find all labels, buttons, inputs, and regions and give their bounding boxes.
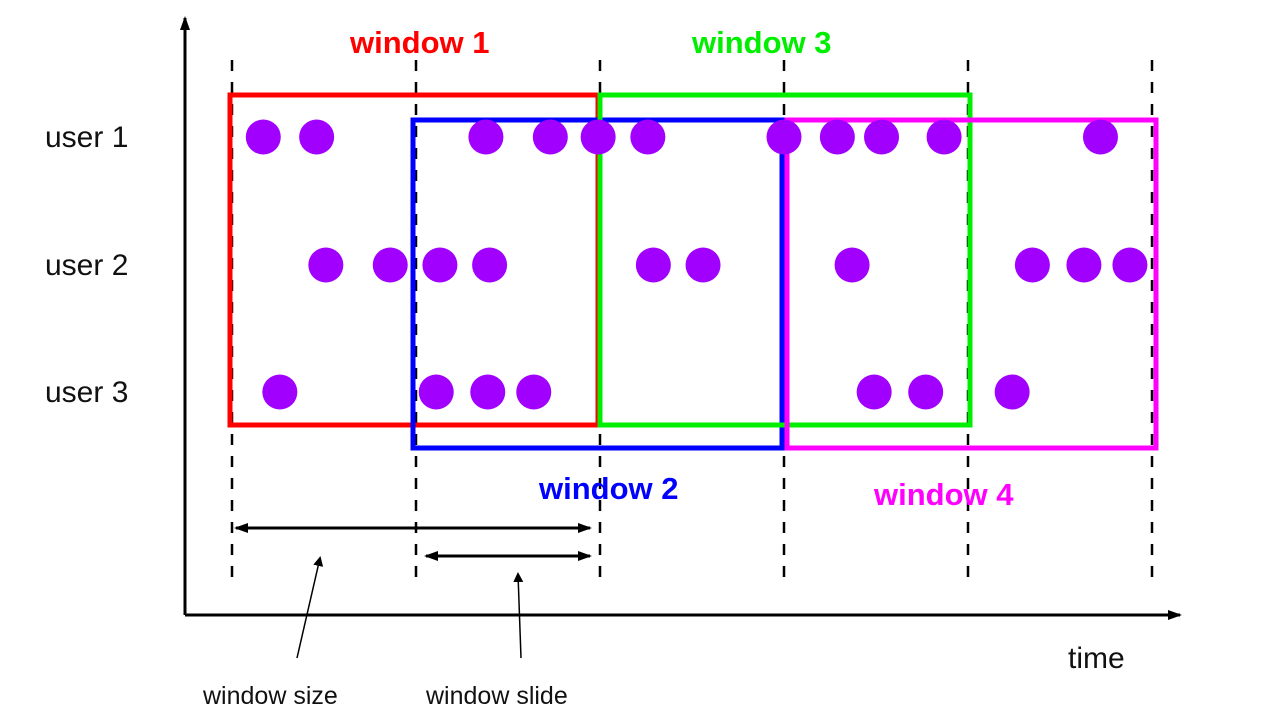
window-4-label: window 4	[873, 477, 1014, 512]
event-user3-1	[418, 374, 454, 410]
user-label-1: user 1	[45, 121, 128, 154]
event-user2-1	[372, 247, 408, 283]
events	[245, 119, 1148, 410]
event-user2-7	[1014, 247, 1050, 283]
event-user1-8	[864, 119, 900, 155]
window-slide-label: window slide	[425, 682, 568, 710]
event-user2-5	[685, 247, 721, 283]
event-user2-4	[635, 247, 671, 283]
x-axis-label: time	[1068, 642, 1125, 675]
window-slide-pointer	[513, 572, 524, 659]
event-user3-3	[516, 374, 552, 410]
event-user1-7	[819, 119, 855, 155]
event-user2-3	[472, 247, 508, 283]
event-user2-2	[422, 247, 458, 283]
event-user3-4	[856, 374, 892, 410]
event-user3-6	[994, 374, 1030, 410]
event-user1-9	[926, 119, 962, 155]
window-3-label: window 3	[691, 25, 832, 60]
event-user1-5	[630, 119, 666, 155]
event-user2-8	[1066, 247, 1102, 283]
event-user1-3	[532, 119, 568, 155]
event-user1-1	[299, 119, 335, 155]
window-size-pointer	[296, 556, 324, 659]
event-user1-0	[245, 119, 281, 155]
event-user1-2	[468, 119, 504, 155]
window-1-label: window 1	[349, 25, 490, 60]
window-4-box	[784, 117, 1159, 451]
event-user1-10	[1082, 119, 1118, 155]
event-user3-5	[908, 374, 944, 410]
window-size-label: window size	[202, 682, 338, 710]
event-user2-6	[834, 247, 870, 283]
user-label-2: user 2	[45, 249, 128, 282]
event-user2-9	[1112, 247, 1148, 283]
user-label-3: user 3	[45, 376, 128, 409]
event-user1-4	[580, 119, 616, 155]
window-boundaries	[230, 60, 1154, 588]
event-user3-2	[470, 374, 506, 410]
event-user3-0	[262, 374, 298, 410]
event-user2-0	[308, 247, 344, 283]
window-2-label: window 2	[538, 471, 679, 506]
windows	[227, 92, 1159, 451]
event-user1-6	[766, 119, 802, 155]
